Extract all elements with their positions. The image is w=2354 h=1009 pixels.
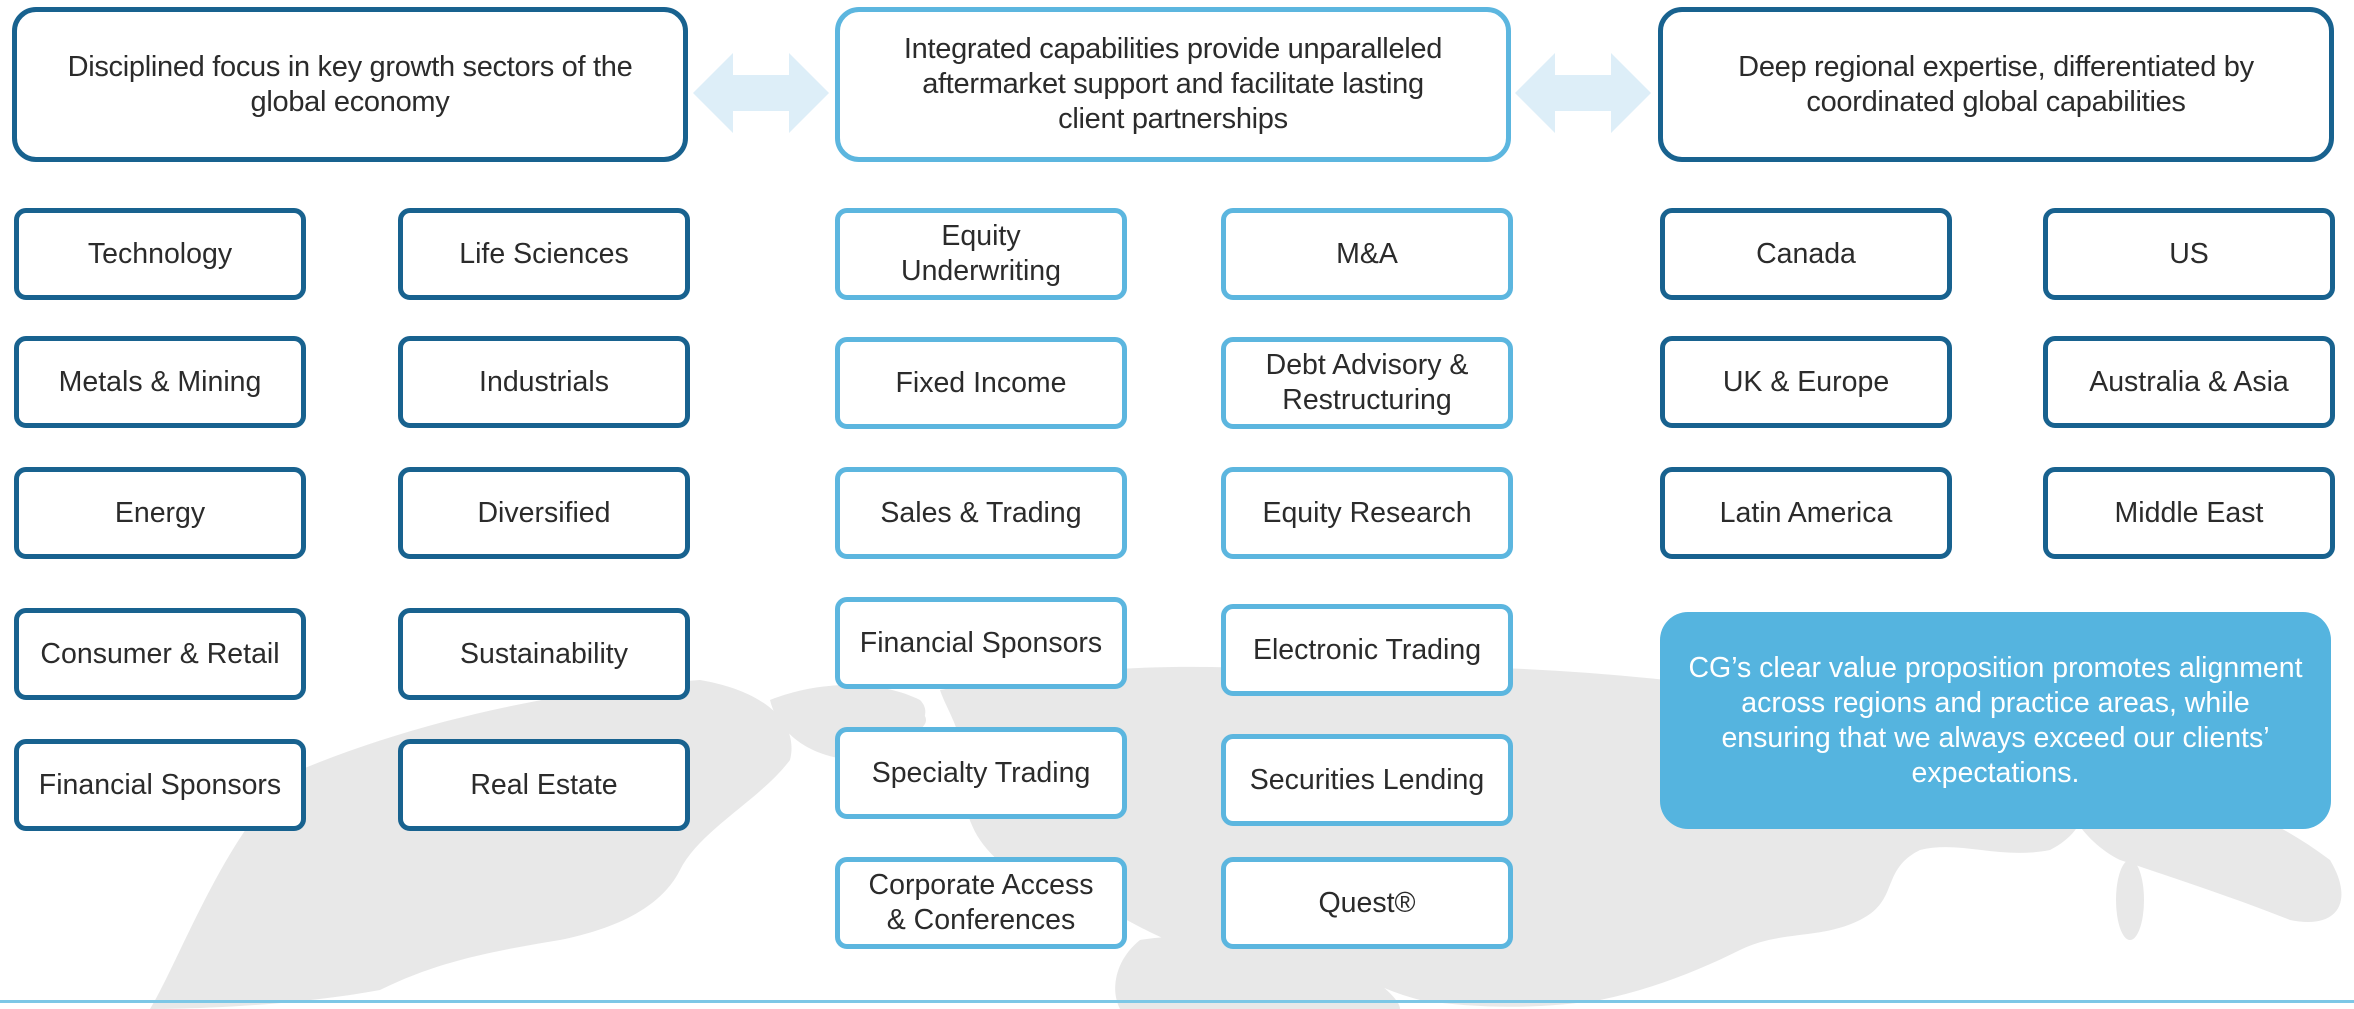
header-sectors: Disciplined focus in key growth sectors … — [12, 7, 688, 162]
sector-box: Consumer & Retail — [14, 608, 306, 700]
region-label: Middle East — [2114, 496, 2264, 529]
capability-box: Corporate Access & Conferences — [835, 857, 1127, 949]
double-arrow-icon — [693, 53, 829, 133]
region-label: Latin America — [1719, 496, 1893, 529]
capability-label: Fixed Income — [895, 366, 1067, 399]
capability-label: M&A — [1336, 237, 1398, 270]
capability-box: Financial Sponsors — [835, 597, 1127, 689]
map-north-america — [150, 680, 792, 1009]
sector-label: Real Estate — [470, 768, 618, 801]
capability-label: Corporate Access & Conferences — [868, 869, 1094, 936]
sector-label: Technology — [87, 237, 233, 270]
header-regions-text: Deep regional expertise, differentiated … — [1738, 50, 2254, 118]
region-label: US — [2169, 237, 2209, 270]
capability-label: Quest® — [1318, 886, 1416, 919]
capability-box: Specialty Trading — [835, 727, 1127, 819]
capability-box: Equity Underwriting — [835, 208, 1127, 300]
capability-label: Debt Advisory & Restructuring — [1265, 349, 1469, 416]
capability-label: Financial Sponsors — [859, 626, 1103, 659]
sector-label: Metals & Mining — [58, 365, 262, 398]
sector-box: Industrials — [398, 336, 690, 428]
sector-box: Diversified — [398, 467, 690, 559]
capability-label: Equity Underwriting — [901, 220, 1061, 287]
capability-label: Sales & Trading — [880, 496, 1082, 529]
capability-label: Securities Lending — [1249, 763, 1485, 796]
sector-label: Consumer & Retail — [40, 637, 280, 670]
sector-box: Technology — [14, 208, 306, 300]
value-proposition-text: CG’s clear value proposition promotes al… — [1688, 651, 2303, 789]
map-island-japan — [2116, 860, 2144, 940]
header-sectors-text: Disciplined focus in key growth sectors … — [67, 50, 633, 118]
sector-label: Life Sciences — [459, 237, 629, 270]
sector-label: Industrials — [479, 365, 609, 398]
header-capabilities: Integrated capabilities provide unparall… — [835, 7, 1511, 162]
capability-label: Specialty Trading — [871, 756, 1091, 789]
header-regions: Deep regional expertise, differentiated … — [1658, 7, 2334, 162]
region-box: Middle East — [2043, 467, 2335, 559]
capability-box: Electronic Trading — [1221, 604, 1513, 696]
capability-label: Equity Research — [1262, 496, 1472, 529]
sector-label: Sustainability — [460, 637, 628, 670]
capability-box: Debt Advisory & Restructuring — [1221, 337, 1513, 429]
capability-box: Fixed Income — [835, 337, 1127, 429]
capability-box: Quest® — [1221, 857, 1513, 949]
region-box: Australia & Asia — [2043, 336, 2335, 428]
header-capabilities-text: Integrated capabilities provide unparall… — [903, 33, 1443, 135]
sector-label: Energy — [114, 496, 206, 529]
region-box: US — [2043, 208, 2335, 300]
double-arrow-icon — [1515, 53, 1651, 133]
sector-box: Energy — [14, 467, 306, 559]
sector-box: Financial Sponsors — [14, 739, 306, 831]
region-box: UK & Europe — [1660, 336, 1952, 428]
capability-box: Securities Lending — [1221, 734, 1513, 826]
region-label: Australia & Asia — [2089, 365, 2289, 398]
capability-label: Electronic Trading — [1252, 633, 1482, 666]
region-box: Latin America — [1660, 467, 1952, 559]
value-proposition-callout: CG’s clear value proposition promotes al… — [1660, 612, 2331, 829]
sector-label: Financial Sponsors — [38, 768, 282, 801]
region-label: Canada — [1756, 237, 1856, 270]
bottom-rule — [0, 1000, 2354, 1003]
region-label: UK & Europe — [1722, 365, 1890, 398]
sector-box: Sustainability — [398, 608, 690, 700]
sector-box: Real Estate — [398, 739, 690, 831]
capability-box: Equity Research — [1221, 467, 1513, 559]
region-box: Canada — [1660, 208, 1952, 300]
sector-label: Diversified — [477, 496, 611, 529]
sector-box: Life Sciences — [398, 208, 690, 300]
capability-box: Sales & Trading — [835, 467, 1127, 559]
map-africa — [1115, 936, 1400, 1009]
sector-box: Metals & Mining — [14, 336, 306, 428]
capability-box: M&A — [1221, 208, 1513, 300]
